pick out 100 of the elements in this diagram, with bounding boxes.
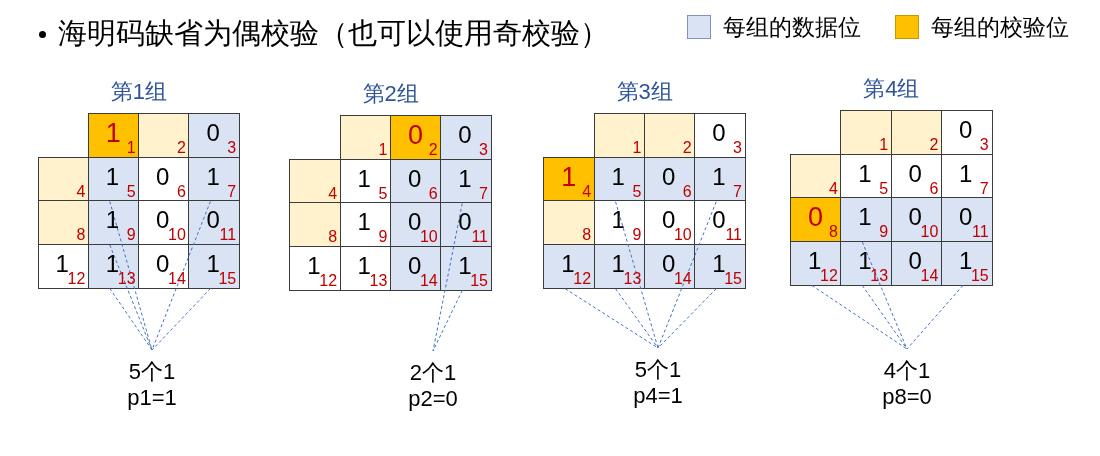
bit-value: 1 bbox=[206, 249, 220, 277]
leader-line bbox=[109, 244, 153, 351]
bit-value: 0 bbox=[661, 249, 676, 277]
parity-result: p8=0 bbox=[882, 384, 932, 410]
position-number: 6 bbox=[428, 184, 438, 202]
grid-cell bbox=[643, 243, 696, 289]
ones-count: 5个1 bbox=[128, 359, 176, 385]
bit-value: 1 bbox=[105, 119, 121, 147]
grid-cell bbox=[440, 115, 492, 160]
ones-count: 5个1 bbox=[634, 357, 682, 383]
position-number: 12 bbox=[67, 269, 86, 287]
position-number: 5 bbox=[632, 182, 642, 200]
bit-value: 1 bbox=[858, 203, 872, 231]
position-number: 4 bbox=[328, 184, 338, 202]
bit-value: 0 bbox=[808, 203, 824, 231]
grid-cell bbox=[37, 200, 90, 245]
grid-cell bbox=[289, 158, 342, 204]
bit-value: 0 bbox=[712, 119, 726, 148]
bit-value: 1 bbox=[958, 246, 973, 274]
leader-line bbox=[151, 288, 211, 351]
group-heading: 第3组 bbox=[616, 78, 673, 107]
bit-value: 0 bbox=[908, 246, 922, 274]
ones-count: 4个1 bbox=[883, 358, 931, 384]
position-number: 6 bbox=[177, 182, 186, 200]
grid-cell bbox=[389, 202, 442, 247]
bit-value: 1 bbox=[357, 251, 371, 279]
leader-line bbox=[151, 201, 211, 351]
leader-line bbox=[861, 285, 908, 350]
grid-cell bbox=[440, 202, 492, 247]
title: 海明码缺省为偶校验（也可以使用奇校验） bbox=[58, 16, 609, 51]
group-heading: 第2组 bbox=[362, 80, 419, 108]
position-number: 13 bbox=[870, 266, 889, 284]
bit-value: 1 bbox=[55, 249, 69, 277]
grid-cell bbox=[138, 200, 190, 245]
ones-count: 2个1 bbox=[409, 360, 457, 386]
position-number: 6 bbox=[682, 182, 692, 200]
legend-label: 每组的校验位 bbox=[931, 13, 1069, 41]
grid-cell bbox=[543, 243, 596, 289]
position-number: 8 bbox=[828, 223, 838, 240]
position-number: 15 bbox=[970, 266, 989, 284]
position-number: 10 bbox=[673, 226, 692, 244]
position-number: 15 bbox=[470, 271, 488, 289]
bit-value: 0 bbox=[661, 206, 676, 234]
parity-result: p4=1 bbox=[633, 383, 683, 409]
position-number: 4 bbox=[76, 182, 86, 200]
leader-line bbox=[811, 285, 908, 350]
grid-cell bbox=[389, 245, 442, 291]
grid-cell bbox=[543, 156, 596, 202]
grid-cell bbox=[840, 240, 893, 286]
grid-cell bbox=[890, 110, 943, 155]
leader-line bbox=[906, 285, 964, 350]
leader-line bbox=[657, 288, 717, 349]
position-number: 13 bbox=[117, 269, 136, 287]
position-number: 11 bbox=[725, 226, 742, 244]
bit-value: 1 bbox=[105, 249, 120, 277]
position-number: 12 bbox=[319, 271, 338, 289]
bit-value: 1 bbox=[357, 208, 371, 236]
position-number: 13 bbox=[369, 271, 388, 289]
leader-line bbox=[109, 288, 153, 351]
bit-value: 1 bbox=[611, 206, 625, 235]
position-number: 9 bbox=[378, 228, 388, 245]
grid-cell bbox=[138, 113, 190, 158]
grid-cell bbox=[694, 200, 746, 246]
bit-value: 1 bbox=[357, 164, 371, 193]
position-number: 2 bbox=[929, 136, 939, 153]
position-number: 3 bbox=[979, 136, 989, 153]
bit-value: 0 bbox=[407, 164, 422, 193]
bit-value: 1 bbox=[105, 162, 120, 191]
position-number: 4 bbox=[828, 179, 838, 197]
position-number: 11 bbox=[471, 228, 488, 245]
position-number: 9 bbox=[879, 223, 889, 240]
bit-value: 0 bbox=[958, 203, 973, 231]
bit-value: 1 bbox=[206, 162, 220, 191]
bit-value: 0 bbox=[712, 206, 726, 235]
grid-cell bbox=[440, 158, 492, 204]
grid-cell bbox=[840, 110, 893, 155]
grid-cell bbox=[188, 200, 241, 245]
bit-value: 1 bbox=[858, 246, 872, 274]
position-number: 2 bbox=[682, 139, 692, 157]
grid-cell bbox=[593, 113, 646, 159]
position-number: 6 bbox=[929, 179, 939, 197]
position-number: 14 bbox=[419, 271, 438, 289]
position-number: 14 bbox=[168, 269, 186, 287]
leader-line bbox=[564, 288, 659, 349]
bit-value: 0 bbox=[908, 203, 922, 230]
leader-line bbox=[657, 201, 717, 349]
grid-cell bbox=[694, 243, 746, 289]
position-number: 8 bbox=[582, 226, 592, 244]
position-number: 5 bbox=[879, 179, 889, 197]
grid-cell bbox=[188, 113, 241, 158]
position-number: 8 bbox=[76, 226, 86, 243]
grid-cell bbox=[188, 243, 241, 289]
bit-value: 1 bbox=[611, 162, 625, 191]
position-number: 1 bbox=[126, 139, 136, 156]
position-number: 3 bbox=[733, 139, 742, 157]
grid-cell bbox=[339, 115, 392, 160]
bit-value: 1 bbox=[105, 206, 120, 234]
legend-label: 每组的数据位 bbox=[723, 13, 861, 41]
bit-value: 0 bbox=[661, 162, 676, 191]
grid-cell bbox=[593, 243, 646, 289]
